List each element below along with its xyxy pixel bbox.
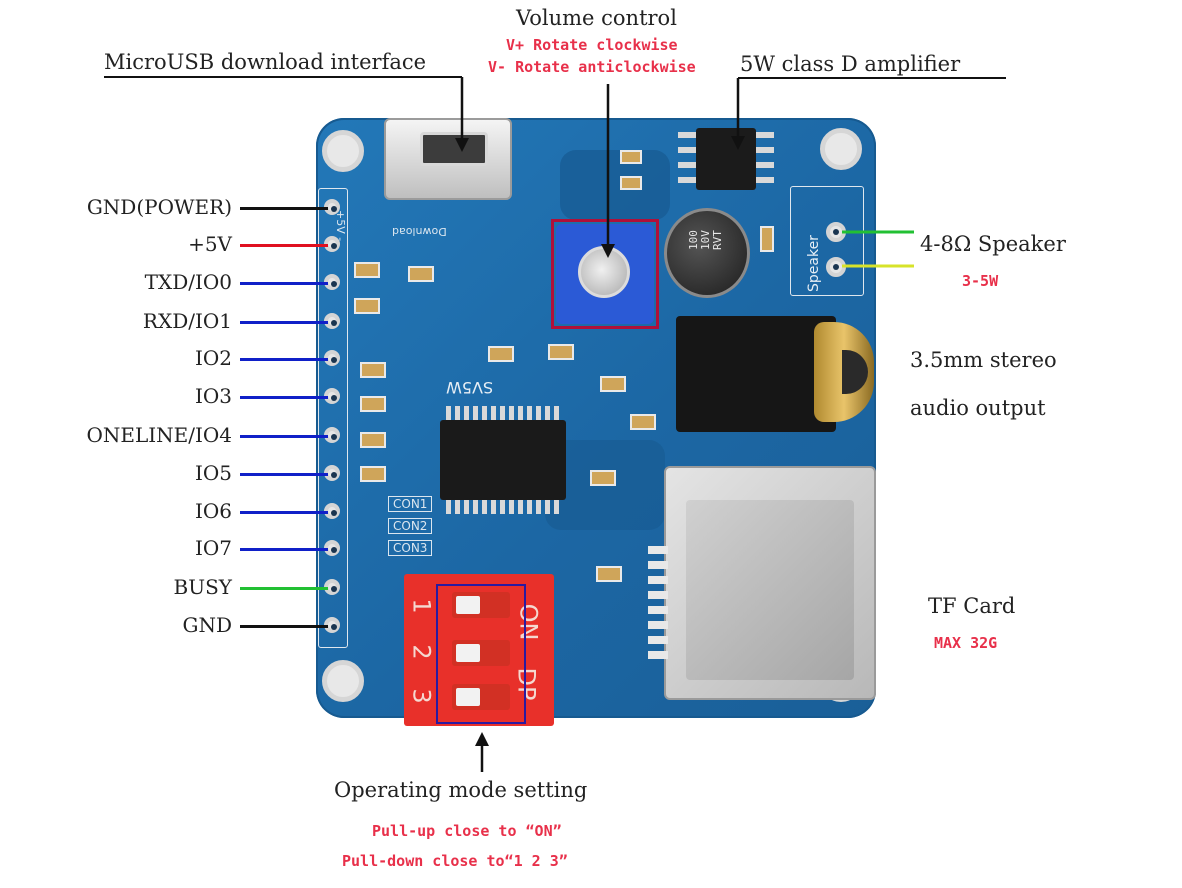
smd-part <box>354 262 380 278</box>
pin-wire-5v <box>240 244 328 247</box>
mounting-hole <box>322 660 364 702</box>
pin-wire-io6 <box>240 511 328 514</box>
smd-part <box>488 346 514 362</box>
tf-pins <box>648 546 668 666</box>
amplifier-chip <box>696 128 756 190</box>
pin-wire-io5 <box>240 473 328 476</box>
mounting-hole <box>322 130 364 172</box>
smd-part <box>360 362 386 378</box>
pin-wire-txd <box>240 282 328 285</box>
header-pin <box>324 388 340 404</box>
pin-label-io5: IO5 <box>194 461 232 485</box>
tf-card-max: MAX 32G <box>934 634 998 652</box>
silk-con3: CON3 <box>388 540 433 556</box>
pin-label-gnd: GND <box>182 613 232 637</box>
audio-label-line1: 3.5mm stereo <box>910 348 1057 372</box>
microusb-port <box>420 132 488 166</box>
pin-label-io2: IO2 <box>194 346 232 370</box>
smd-part <box>360 466 386 482</box>
dip-slider-2[interactable] <box>452 640 510 666</box>
smd-part <box>408 266 434 282</box>
chip-legs-bottom <box>446 500 560 514</box>
microusb-label: MicroUSB download interface <box>104 50 427 74</box>
dip-slider-1[interactable] <box>452 592 510 618</box>
pin-label-rxd: RXD/IO1 <box>142 309 232 333</box>
tf-card-slot-inner <box>686 500 854 680</box>
pin-wire-rxd <box>240 321 328 324</box>
pin-label-io4: ONELINE/IO4 <box>86 423 232 447</box>
chip-legs-top <box>446 406 560 420</box>
volume-up-note: V+ Rotate clockwise <box>506 36 678 54</box>
capacitor <box>664 208 750 298</box>
tf-card-label: TF Card <box>928 594 1016 618</box>
mode-pullup-note: Pull-up close to “ON” <box>372 822 562 840</box>
smd-part <box>630 414 656 430</box>
pin-wire-busy <box>240 587 328 590</box>
pin-wire-io7 <box>240 548 328 551</box>
header-pin <box>324 313 340 329</box>
smd-part <box>600 376 626 392</box>
mode-pulldown-note: Pull-down close to“1 2 3” <box>342 852 568 870</box>
volume-title: Volume control <box>516 6 677 30</box>
smd-part <box>760 226 774 252</box>
smd-part <box>548 344 574 360</box>
silk-con2: CON2 <box>388 518 433 534</box>
pin-label-5v: +5V <box>188 232 232 256</box>
pin-label-io3: IO3 <box>194 384 232 408</box>
pin-wire-io4 <box>240 435 328 438</box>
header-silkscreen <box>318 188 348 648</box>
audio-jack <box>676 316 836 432</box>
pcb-trace-region <box>560 150 670 220</box>
silk-con1: CON1 <box>388 496 433 512</box>
pin-label-io6: IO6 <box>194 499 232 523</box>
smd-part <box>354 298 380 314</box>
pin-wire-gnd <box>240 625 328 628</box>
pin-label-gnd-power: GND(POWER) <box>86 195 232 219</box>
mode-highlight-box <box>436 584 526 724</box>
dip-slider-3[interactable] <box>452 684 510 710</box>
pin-wire-io2 <box>240 358 328 361</box>
smd-part <box>590 470 616 486</box>
smd-part <box>360 396 386 412</box>
amplifier-label: 5W class D amplifier <box>740 52 961 76</box>
pin-wire-gnd-power <box>240 207 328 210</box>
speaker-power: 3-5W <box>962 272 999 290</box>
audio-label-line2: audio output <box>910 396 1046 420</box>
volume-highlight-box <box>551 219 659 329</box>
speaker-silkscreen <box>790 186 864 296</box>
pin-label-txd: TXD/IO0 <box>144 270 232 294</box>
pin-label-busy: BUSY <box>173 575 232 599</box>
pin-label-io7: IO7 <box>194 536 232 560</box>
pin-wire-io3 <box>240 396 328 399</box>
smd-part <box>360 432 386 448</box>
smd-part <box>620 150 642 164</box>
speaker-label: 4-8Ω Speaker <box>920 232 1066 256</box>
smd-part <box>620 176 642 190</box>
smd-part <box>596 566 622 582</box>
sv5w-chip <box>440 420 566 500</box>
mode-label: Operating mode setting <box>334 778 588 802</box>
volume-down-note: V- Rotate anticlockwise <box>488 58 696 76</box>
mounting-hole <box>820 128 862 170</box>
